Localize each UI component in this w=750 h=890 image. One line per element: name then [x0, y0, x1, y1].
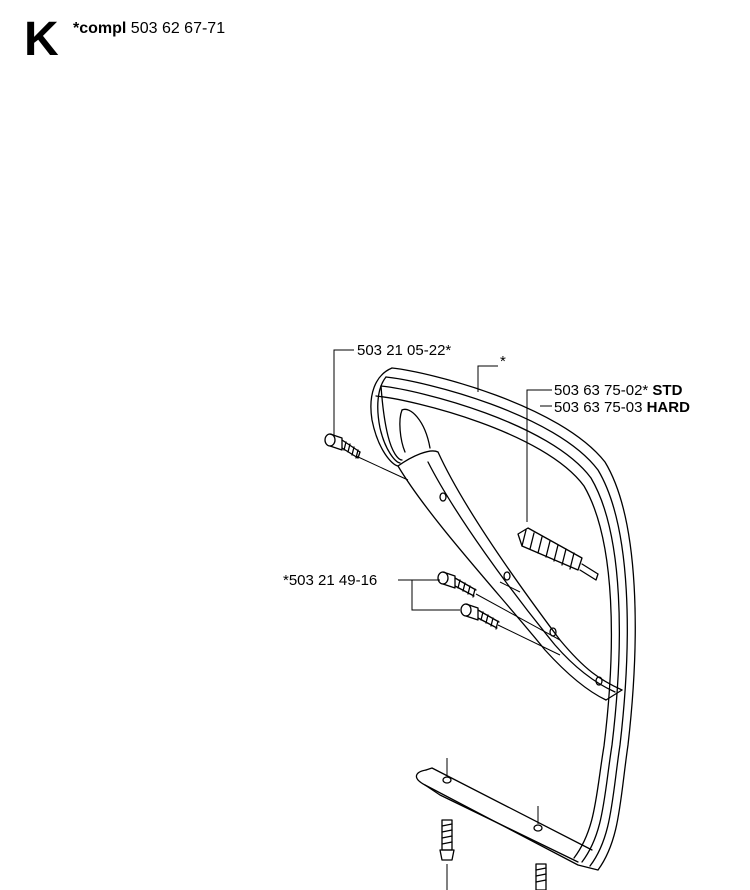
label-damper-std: 503 63 75-02* STD: [554, 383, 682, 398]
label-screws-middle-text: *503 21 49-16: [283, 572, 378, 589]
screws-middle: [437, 571, 500, 630]
page-header: K *compl 503 62 67-71: [0, 0, 750, 80]
label-damper-hard: 503 63 75-03 HARD: [554, 400, 690, 415]
label-screw-top-text: 503 21 05-22*: [357, 342, 452, 359]
section-letter: K: [24, 13, 59, 66]
label-screw-top: 503 21 05-22*: [357, 343, 451, 358]
label-screws-middle: *503 21 49-16: [283, 573, 377, 588]
label-damper-hard-number: 503 63 75-03: [554, 399, 643, 416]
handle-brace: [397, 450, 623, 701]
screw-top: [324, 433, 361, 459]
label-handle-asterisk-text: *: [500, 353, 506, 370]
compl-part-number: 503 62 67-71: [130, 20, 226, 37]
compl-part-line: *compl 503 62 67-71: [73, 20, 225, 38]
bottom-bracket: [415, 767, 599, 871]
label-damper-std-number: 503 63 75-02*: [554, 382, 649, 399]
screws-bottom: [439, 819, 547, 890]
handle-bar: [370, 367, 636, 871]
compl-prefix: *compl: [73, 20, 127, 37]
label-damper-std-grade: STD: [652, 382, 683, 399]
rubber-damper: [517, 527, 599, 581]
leader-lines: [333, 349, 561, 890]
label-handle-asterisk: *: [500, 354, 506, 369]
label-damper-hard-grade: HARD: [646, 399, 690, 416]
